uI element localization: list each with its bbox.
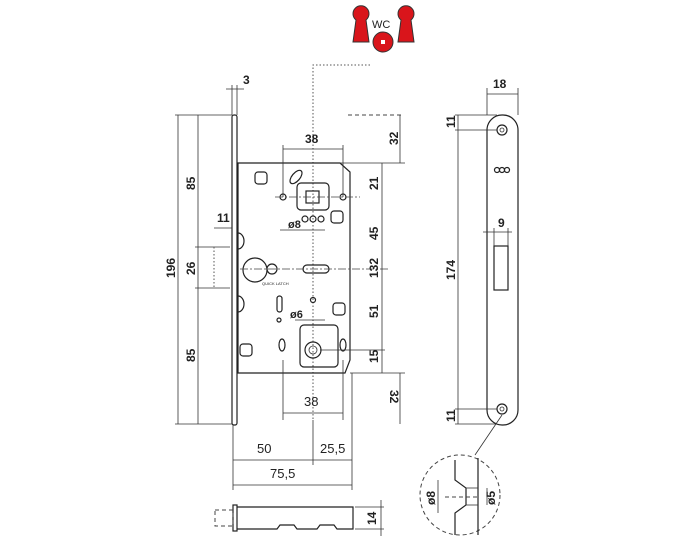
dim-upper-height: 85 <box>184 176 198 190</box>
dim-lower-height: 85 <box>184 348 198 362</box>
dim-faceplate-thickness: 3 <box>243 73 250 87</box>
dim-51: 51 <box>367 304 381 318</box>
dim-hole-6: ø6 <box>290 309 303 321</box>
detail-outer-diameter: ø8 <box>424 491 438 505</box>
faceplate-front <box>231 114 238 426</box>
right-dimensions <box>232 114 405 490</box>
dim-backset: 50 <box>257 441 271 456</box>
dim-132: 132 <box>367 258 381 278</box>
dim-side-width: 18 <box>493 77 507 91</box>
dim-45: 45 <box>367 226 381 240</box>
quick-latch-label: QUICK LATCH <box>262 281 289 286</box>
screw-hole-detail <box>419 454 501 536</box>
dim-hole-8: ø8 <box>288 219 301 231</box>
dim-total-depth: 75,5 <box>270 466 295 481</box>
dim-top-offset: 32 <box>387 131 401 145</box>
dim-bottom-offset: 32 <box>387 390 401 404</box>
dim-latch-height: 26 <box>184 261 198 275</box>
side-faceplate <box>455 88 519 456</box>
lock-case <box>237 162 351 374</box>
dim-15: 15 <box>367 349 381 363</box>
dim-overall-height: 196 <box>164 258 178 278</box>
dim-top-margin: 11 <box>444 115 458 128</box>
detail-inner-diameter: ø5 <box>484 491 498 505</box>
dim-depth-rest: 25,5 <box>320 441 345 456</box>
wc-keyhole-icon: WC <box>352 5 415 53</box>
dim-faceplate-offset: 11 <box>217 211 230 225</box>
bottom-view <box>214 500 384 536</box>
dim-screw-spacing: 174 <box>444 260 458 280</box>
dim-bolt-thickness: 14 <box>365 511 379 525</box>
dim-slot-width: 9 <box>498 216 505 230</box>
case-features: QUICK LATCH <box>237 169 390 368</box>
dim-top-spacing: 38 <box>305 132 319 146</box>
dim-bottom-margin: 11 <box>444 409 458 422</box>
center-leader-line <box>312 64 370 420</box>
left-dimensions <box>175 85 244 425</box>
dim-21: 21 <box>367 176 381 190</box>
dim-bottom-spacing: 38 <box>304 394 318 409</box>
wc-label: WC <box>372 19 390 31</box>
